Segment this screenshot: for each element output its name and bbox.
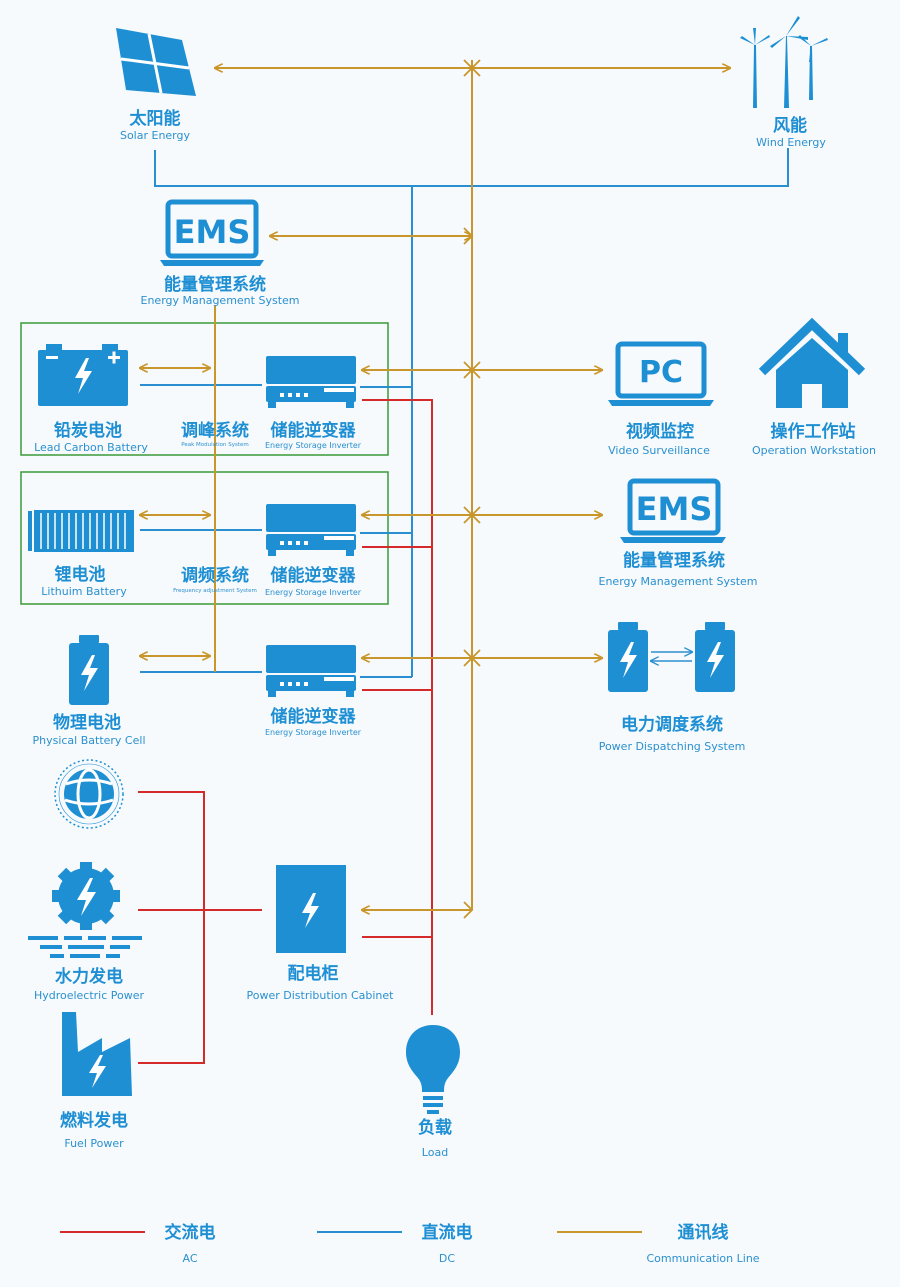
fuel-label-cn: 燃料发电 [60, 1110, 128, 1131]
lithium-label-cn: 锂电池 [55, 564, 106, 585]
distribution-cabinet-node: 配电柜 Power Distribution Cabinet [247, 865, 395, 1002]
dispatch-battery-right-icon [695, 622, 735, 692]
wind-label-en: Wind Energy [756, 136, 826, 149]
physical-battery-label-en: Physical Battery Cell [32, 734, 145, 747]
legend-item-ac: 交流电 AC [60, 1222, 216, 1265]
ems-right-label-en: Energy Management System [599, 575, 758, 588]
inverter-2-label-cn: 储能逆变器 [271, 565, 357, 586]
fuel-label-en: Fuel Power [64, 1137, 124, 1150]
ems-right-label-cn: 能量管理系统 [623, 550, 725, 571]
inverter-2-label-en: Energy Storage Inverter [265, 588, 362, 597]
ac-lines [138, 399, 433, 1064]
lead-carbon-group-frame [20, 322, 389, 456]
inverter-2-node: 储能逆变器 Energy Storage Inverter [265, 504, 362, 597]
ems-right-icon-text: EMS [636, 490, 713, 528]
ems-laptop-icon: EMS [160, 199, 264, 266]
cabinet-label-cn: 配电柜 [288, 963, 339, 984]
comm-lines [140, 60, 730, 910]
factory-icon [62, 1012, 132, 1096]
inverter-2-icon [266, 504, 356, 556]
workstation-label-cn: 操作工作站 [771, 421, 856, 442]
legend-item-dc: 直流电 DC [317, 1222, 473, 1265]
gear-bolt-icon [52, 862, 120, 930]
wind-label-cn: 风能 [773, 115, 807, 136]
video-label-cn: 视频监控 [626, 421, 694, 442]
solar-node: 太阳能 Solar Energy [116, 28, 196, 142]
hydro-label-en: Hydroelectric Power [34, 989, 145, 1002]
state-grid-logo-icon [54, 759, 124, 829]
inverter-3-icon [266, 645, 356, 697]
trunk-junction-marks [463, 59, 481, 919]
lead-carbon-label-en: Lead Carbon Battery [34, 441, 148, 454]
freq-adjust-label-en: Frequency adjustment System [173, 588, 257, 594]
legend-label-comm-cn: 通讯线 [678, 1222, 729, 1243]
peak-modulation-label-en: Peak Modulation System [181, 442, 249, 448]
legend: 交流电 AC 直流电 DC 通讯线 Communication Line [60, 1222, 760, 1265]
legend-label-dc-en: DC [439, 1252, 455, 1265]
light-bulb-icon [406, 1025, 460, 1114]
lead-carbon-label-cn: 铅炭电池 [54, 420, 122, 441]
inverter-3-label-en: Energy Storage Inverter [265, 728, 362, 737]
hydro-label-cn: 水力发电 [55, 966, 123, 987]
ems-top-label-cn: 能量管理系统 [164, 274, 266, 295]
legend-item-comm: 通讯线 Communication Line [557, 1222, 760, 1265]
ems-top-icon-text: EMS [174, 213, 251, 251]
video-label-en: Video Surveillance [608, 444, 710, 457]
peak-modulation-label-cn: 调峰系统 [181, 420, 249, 441]
video-surveillance-node: PC 视频监控 Video Surveillance [608, 341, 714, 457]
ems-top-node: EMS 能量管理系统 Energy Management System [141, 199, 300, 307]
dispatch-label-cn: 电力调度系统 [621, 714, 723, 735]
load-node: 负载 Load [406, 1025, 460, 1159]
dispatch-battery-left-icon [608, 622, 648, 692]
inverter-1-icon [266, 356, 356, 408]
freq-adjust-label-cn: 调频系统 [181, 565, 249, 586]
solar-label-en: Solar Energy [120, 129, 191, 142]
solar-label-cn: 太阳能 [130, 108, 181, 129]
legend-label-dc-cn: 直流电 [422, 1222, 473, 1243]
cabinet-label-en: Power Distribution Cabinet [247, 989, 395, 1002]
cabinet-icon [276, 865, 346, 953]
inverter-1-label-cn: 储能逆变器 [271, 420, 357, 441]
operation-workstation-node: 操作工作站 Operation Workstation [752, 317, 876, 457]
lithium-node: 锂电池 Lithuim Battery [28, 510, 134, 598]
pc-laptop-icon: PC [608, 341, 714, 406]
hydro-node: 水力发电 Hydroelectric Power [28, 862, 145, 1002]
wind-node: 风能 Wind Energy [740, 16, 828, 149]
pc-icon-text: PC [639, 355, 683, 390]
water-waves-icon [28, 936, 142, 958]
battery-container-icon [28, 510, 134, 552]
inverter-1-node: 储能逆变器 Energy Storage Inverter [265, 356, 362, 450]
legend-label-ac-cn: 交流电 [165, 1222, 216, 1243]
legend-label-ac-en: AC [182, 1252, 197, 1265]
inverter-3-label-cn: 储能逆变器 [271, 706, 357, 727]
workstation-label-en: Operation Workstation [752, 444, 876, 457]
inverter-1-label-en: Energy Storage Inverter [265, 441, 362, 450]
solar-panel-icon [116, 28, 196, 96]
ems-right-laptop-icon: EMS [620, 478, 726, 543]
dispatch-label-en: Power Dispatching System [599, 740, 746, 753]
power-dispatching-node: 电力调度系统 Power Dispatching System [599, 622, 746, 753]
physical-battery-node: 物理电池 Physical Battery Cell [32, 635, 146, 747]
physical-battery-label-cn: 物理电池 [53, 712, 121, 733]
inverter-3-node: 储能逆变器 Energy Storage Inverter [265, 645, 362, 737]
lithium-group-frame [20, 471, 389, 605]
ems-top-label-en: Energy Management System [141, 294, 300, 307]
physical-battery-icon [69, 635, 109, 705]
car-battery-icon [38, 344, 128, 406]
ems-right-node: EMS 能量管理系统 Energy Management System [599, 478, 758, 588]
load-label-en: Load [422, 1146, 448, 1159]
fuel-node: 燃料发电 Fuel Power [60, 1012, 132, 1150]
lithium-label-en: Lithuim Battery [41, 585, 127, 598]
legend-label-comm-en: Communication Line [646, 1252, 759, 1265]
house-icon [758, 317, 866, 408]
dispatch-exchange-arrows [651, 652, 692, 661]
wind-turbine-icon [740, 16, 828, 108]
lead-carbon-node: 铅炭电池 Lead Carbon Battery [34, 344, 148, 454]
load-label-cn: 负载 [418, 1117, 452, 1138]
